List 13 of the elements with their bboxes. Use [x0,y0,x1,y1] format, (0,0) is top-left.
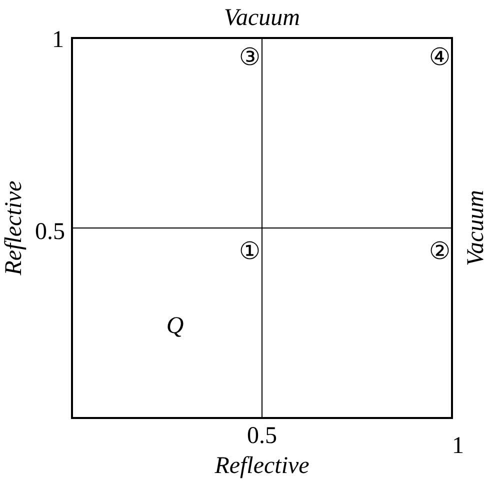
tick-label: 1 [452,434,464,458]
axis-title: Vacuum [224,6,300,30]
axis-title: Vacuum [464,190,488,266]
axis-title: Reflective [214,454,310,478]
tick-label: 1 [52,28,64,52]
point-label: Q [166,314,184,338]
axis-title: Reflective [2,180,26,276]
region-number: ② [429,240,451,264]
tick-label: 0.5 [35,220,65,244]
tick-label: 0.5 [247,424,277,448]
region-number: ④ [429,46,451,70]
region-number: ③ [239,46,261,70]
region-number: ① [239,240,261,264]
